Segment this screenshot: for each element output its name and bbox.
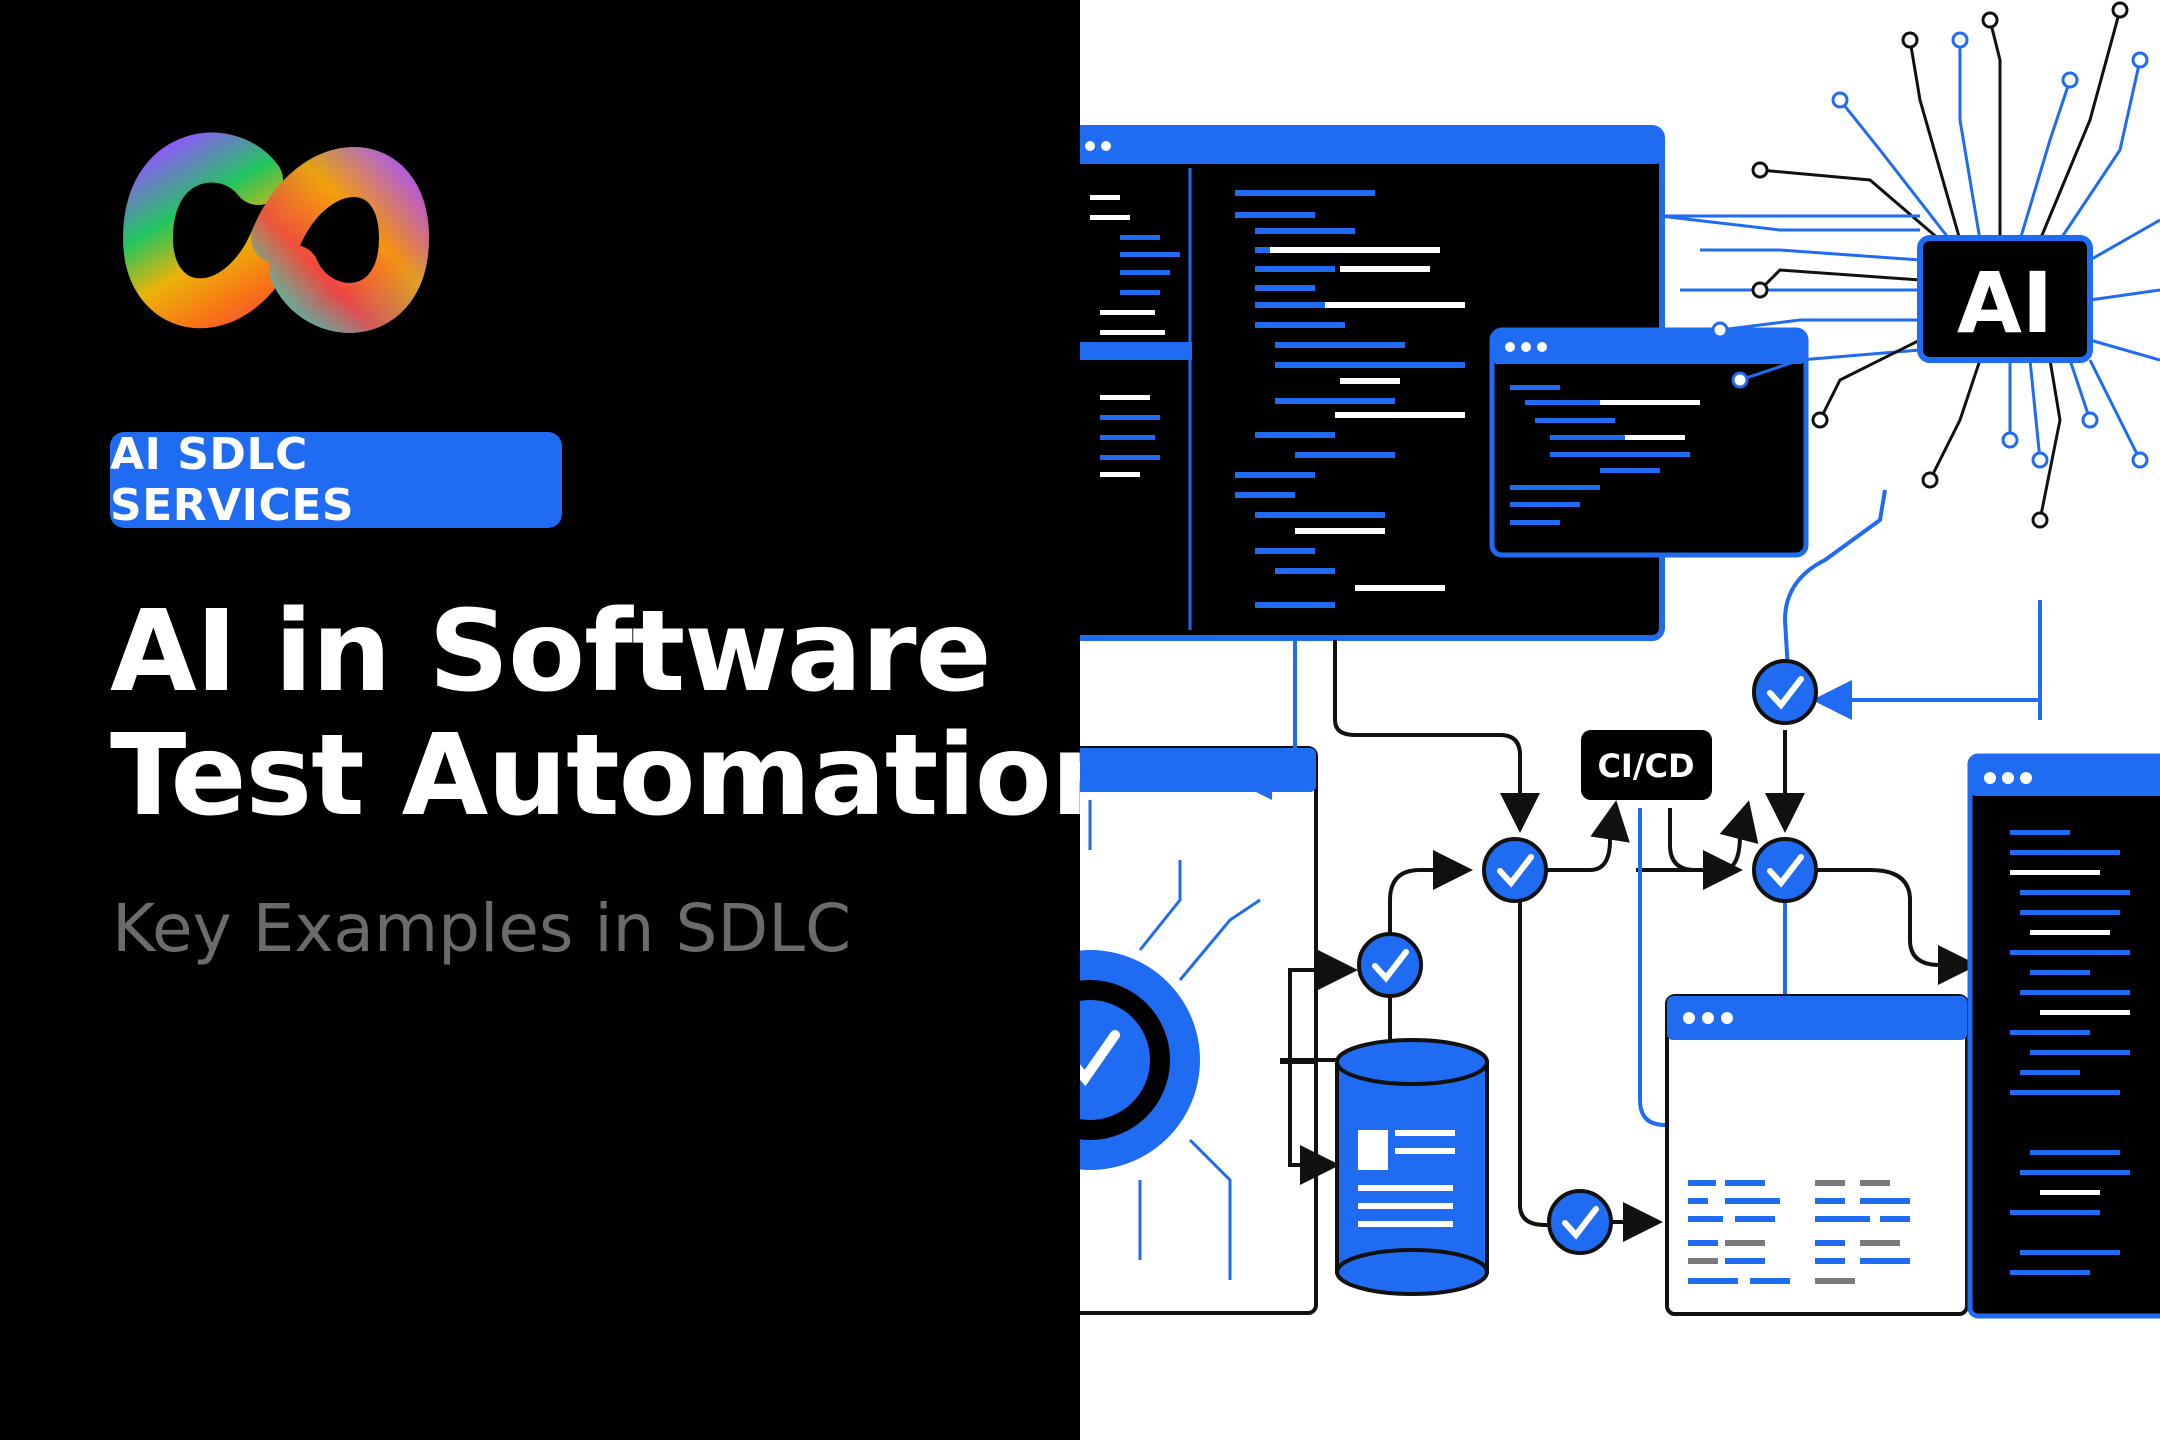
pipeline-diagram: AI bbox=[1080, 1, 2160, 1319]
hero-panel: AI SDLC SERVICES AI in Software Test Aut… bbox=[110, 132, 1131, 967]
title-line-1: AI in Software bbox=[110, 587, 992, 717]
check-icon bbox=[1547, 1189, 1613, 1255]
test-report-window bbox=[1665, 994, 1969, 1316]
check-icon bbox=[1357, 932, 1423, 998]
ai-chip: AI bbox=[1659, 1, 2160, 529]
database-icon bbox=[1335, 1038, 1489, 1296]
secondary-code-window bbox=[1489, 327, 1809, 558]
editor-code-lines bbox=[1090, 190, 1465, 608]
cicd-label: CI/CD bbox=[1597, 747, 1694, 785]
cicd-badge: CI/CD bbox=[1581, 730, 1712, 800]
category-badge: AI SDLC SERVICES bbox=[110, 429, 562, 531]
page-subtitle: Key Examples in SDLC bbox=[112, 890, 852, 967]
page-title: AI in Software Test Automation bbox=[110, 587, 1130, 841]
code-window-right bbox=[1967, 753, 2160, 1319]
check-icon bbox=[1482, 837, 1548, 903]
sdlc-illustration: AI bbox=[1080, 0, 2160, 1440]
test-window-left bbox=[1080, 746, 1318, 1315]
ai-chip-label: AI bbox=[1957, 254, 2053, 352]
check-icon bbox=[1752, 837, 1818, 903]
check-icon bbox=[1752, 659, 1818, 725]
infinity-logo-icon bbox=[122, 132, 430, 333]
title-line-2: Test Automation bbox=[110, 711, 1130, 841]
